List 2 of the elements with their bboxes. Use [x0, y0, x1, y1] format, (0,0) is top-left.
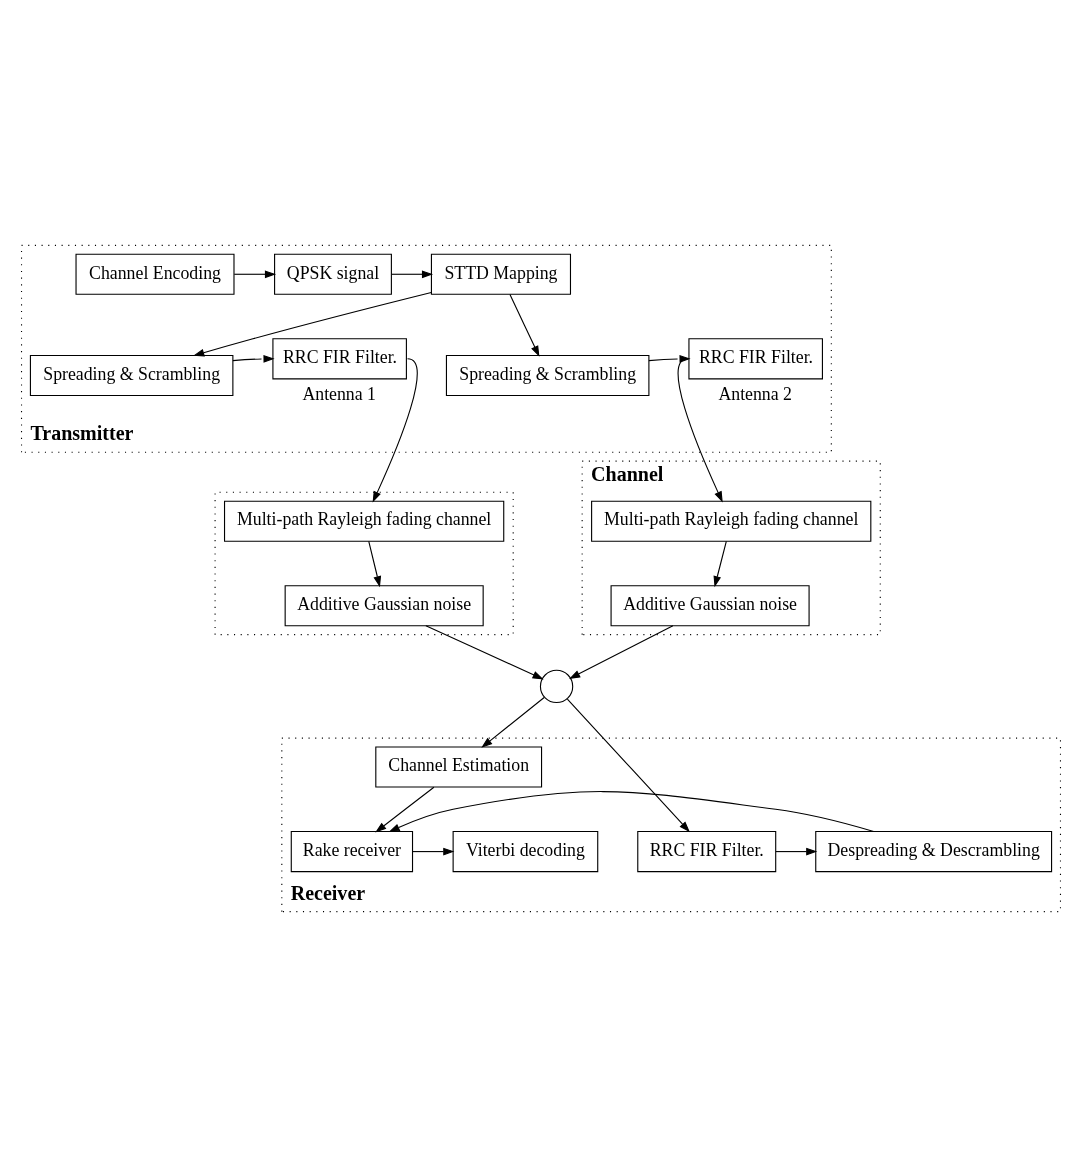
node-label: Antenna 1 — [302, 383, 376, 404]
node-label: Antenna 2 — [718, 383, 792, 404]
